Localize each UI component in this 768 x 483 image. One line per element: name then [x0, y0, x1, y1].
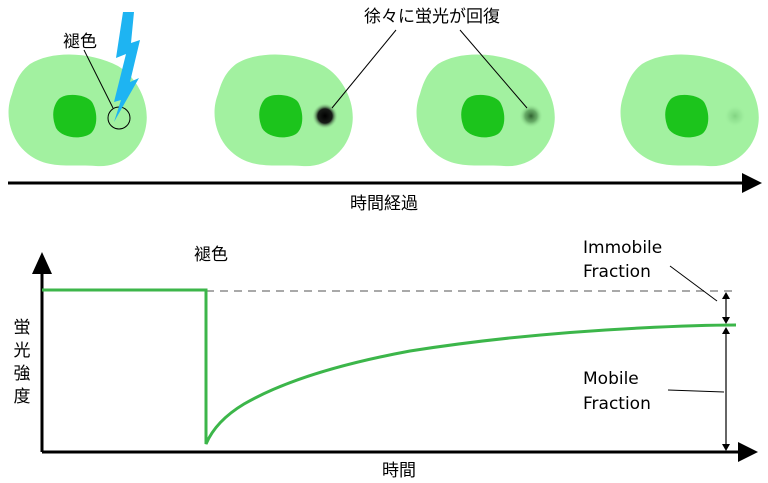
immobile-fraction-label-line2: Fraction [583, 262, 651, 282]
nucleus [461, 94, 505, 138]
bleached-spot-dark [312, 103, 338, 129]
x-axis-label: 時間 [382, 461, 416, 481]
time-elapsed-label: 時間経過 [350, 194, 418, 214]
y-axis-label-char: 強 [14, 364, 31, 384]
photobleach-label-top: 褪色 [63, 32, 97, 52]
mobile-leader-line [667, 389, 725, 393]
mobile-fraction-bracket [722, 327, 730, 451]
cell-2 [214, 54, 353, 167]
y-axis-arrowhead [32, 252, 52, 274]
callout-line-recovery-1 [331, 29, 397, 109]
nucleus [259, 94, 303, 138]
fluorescence-curve [42, 288, 737, 445]
time-elapsed-arrow [8, 173, 762, 193]
cell-4 [620, 54, 759, 167]
y-axis-label-char: 光 [14, 341, 31, 361]
immobile-fraction-bracket [722, 292, 730, 324]
cell-3 [416, 54, 555, 167]
x-axis-arrowhead [738, 442, 758, 462]
nucleus [53, 94, 97, 138]
graph-axes [32, 252, 758, 462]
bleached-spot-recovered [724, 105, 746, 127]
y-axis-label-char: 度 [14, 387, 31, 407]
immobile-leader-line [669, 265, 718, 302]
y-axis-label: 蛍 光 強 度 [14, 318, 31, 407]
callout-line-bleach [83, 49, 114, 109]
recovery-note-label: 徐々に蛍光が回復 [364, 7, 500, 27]
lightning-bolt-icon [114, 12, 140, 122]
mobile-fraction-label-line2: Fraction [583, 394, 651, 414]
immobile-fraction-label-line1: Immobile [583, 238, 662, 258]
y-axis-label-char: 蛍 [14, 318, 31, 338]
callout-line-recovery-2 [459, 29, 528, 109]
mobile-fraction-label-line1: Mobile [583, 369, 639, 389]
nucleus [665, 94, 709, 138]
cell-1 [8, 54, 147, 167]
bleached-spot-recovering [519, 104, 543, 128]
photobleach-label-graph: 褪色 [194, 245, 228, 265]
